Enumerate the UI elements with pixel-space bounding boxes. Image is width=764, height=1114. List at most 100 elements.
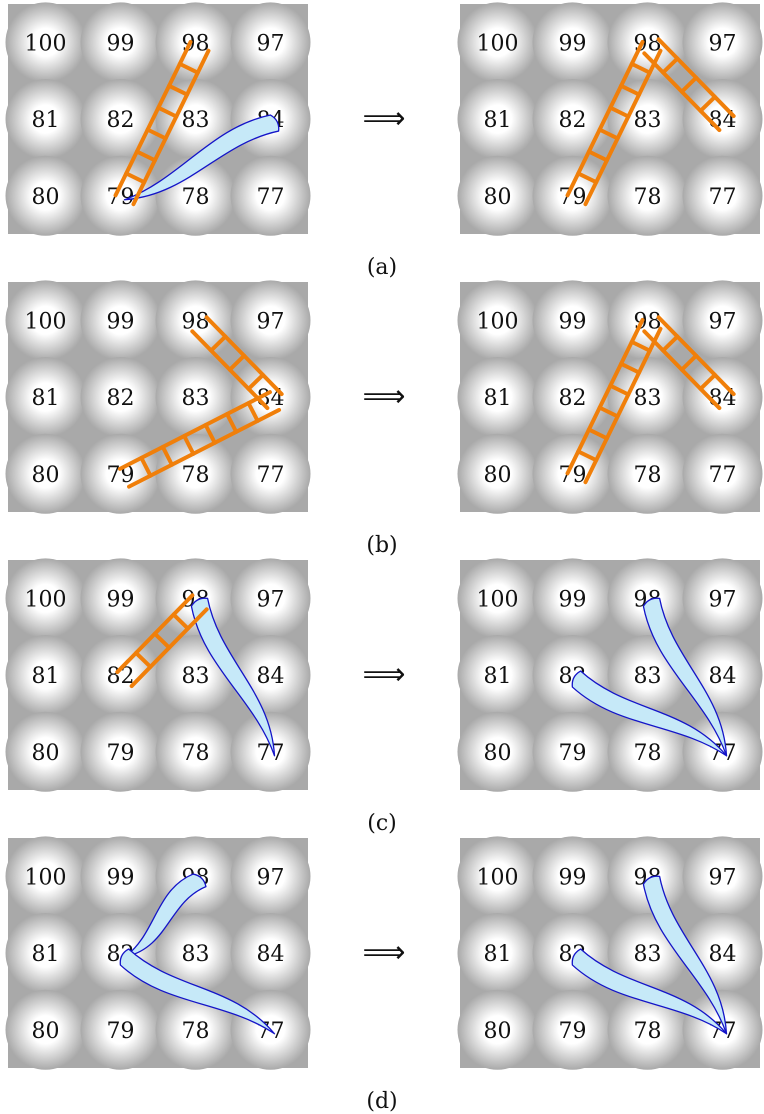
cell-number-99: 99 [107, 31, 135, 56]
snake [571, 670, 728, 757]
cell-glow [80, 711, 161, 792]
cell-number-83: 83 [634, 386, 662, 411]
cell-number-78: 78 [182, 185, 210, 210]
cell-number-100: 100 [477, 587, 519, 612]
ladder-rung [139, 455, 153, 478]
ladder-rung [629, 339, 652, 353]
ladder-rail [583, 48, 663, 207]
cell-number-100: 100 [25, 865, 67, 890]
cell-glow [5, 357, 86, 438]
ladder-rung [608, 105, 631, 119]
cell-glow [682, 155, 763, 236]
cell-number-100: 100 [477, 31, 519, 56]
cell-glow [682, 357, 763, 438]
cell-glow [230, 836, 311, 917]
ladder-rung [152, 631, 172, 650]
ladder [565, 39, 663, 207]
cell-glow [607, 836, 688, 917]
cell-number-81: 81 [484, 942, 512, 967]
cell-glow [532, 836, 613, 917]
cell-glow [5, 155, 86, 236]
cell-number-81: 81 [484, 386, 512, 411]
cell-number-97: 97 [257, 31, 285, 56]
implies-arrow: ⟹ [362, 657, 405, 692]
cell-number-78: 78 [634, 185, 662, 210]
cell-number-80: 80 [484, 1019, 512, 1044]
cell-glow [80, 433, 161, 514]
cell-glow [532, 280, 613, 361]
cell-number-81: 81 [484, 108, 512, 133]
cell-number-83: 83 [634, 942, 662, 967]
ladder-rung [227, 353, 247, 372]
cell-number-79: 79 [107, 1019, 135, 1044]
panel-label: (c) [367, 811, 397, 836]
ladder-rung [145, 127, 168, 141]
ladder-rung [134, 149, 157, 163]
ladder-rail [565, 39, 645, 198]
cell-glow [607, 2, 688, 83]
cell-number-99: 99 [559, 309, 587, 334]
cell-number-84: 84 [709, 942, 737, 967]
cell-number-84: 84 [257, 942, 285, 967]
cell-glow [155, 280, 236, 361]
ladder-rung [182, 433, 196, 456]
cell-glow [607, 280, 688, 361]
ladder-rung [619, 83, 642, 97]
cell-number-78: 78 [182, 741, 210, 766]
cell-glow [682, 79, 763, 160]
snake [119, 948, 276, 1035]
cell-glow [230, 280, 311, 361]
ladder-rung [597, 127, 620, 141]
cell-glow [607, 558, 688, 639]
cell-number-97: 97 [709, 865, 737, 890]
cell-glow [230, 558, 311, 639]
cell-glow [607, 989, 688, 1070]
cell-glow [532, 155, 613, 236]
snake [123, 114, 280, 201]
cell-number-82: 82 [107, 386, 135, 411]
cell-number-81: 81 [32, 942, 60, 967]
cell-glow [457, 357, 538, 438]
cell-glow [80, 989, 161, 1070]
cell-glow [5, 836, 86, 917]
cell-glow [5, 433, 86, 514]
cell-glow [230, 2, 311, 83]
cell-number-80: 80 [32, 185, 60, 210]
cell-glow [682, 433, 763, 514]
panel-label: (a) [367, 255, 397, 280]
cell-glow [155, 2, 236, 83]
cell-glow [5, 635, 86, 716]
cell-glow [457, 155, 538, 236]
ladder-rung [629, 61, 652, 75]
ladder [113, 39, 211, 207]
ladder-rung [698, 372, 717, 391]
cell-glow [457, 711, 538, 792]
cell-glow [457, 635, 538, 716]
cell-number-99: 99 [107, 309, 135, 334]
cell-glow [607, 433, 688, 514]
cell-number-83: 83 [182, 664, 210, 689]
cell-glow [155, 989, 236, 1070]
ladder-rung [124, 171, 147, 185]
cell-number-83: 83 [634, 108, 662, 133]
cell-glow [155, 79, 236, 160]
ladder-rung [177, 61, 200, 75]
ladder-rail [131, 48, 211, 207]
ladder-rail [117, 390, 272, 471]
cell-number-84: 84 [709, 664, 737, 689]
cell-glow [155, 913, 236, 994]
cell-glow [532, 989, 613, 1070]
cell-number-82: 82 [559, 386, 587, 411]
ladder-rung [171, 612, 190, 631]
cell-glow [5, 558, 86, 639]
cell-number-78: 78 [634, 741, 662, 766]
implies-arrow: ⟹ [362, 935, 405, 970]
cell-glow [80, 2, 161, 83]
cell-glow [80, 558, 161, 639]
ladder-rung [246, 372, 265, 391]
